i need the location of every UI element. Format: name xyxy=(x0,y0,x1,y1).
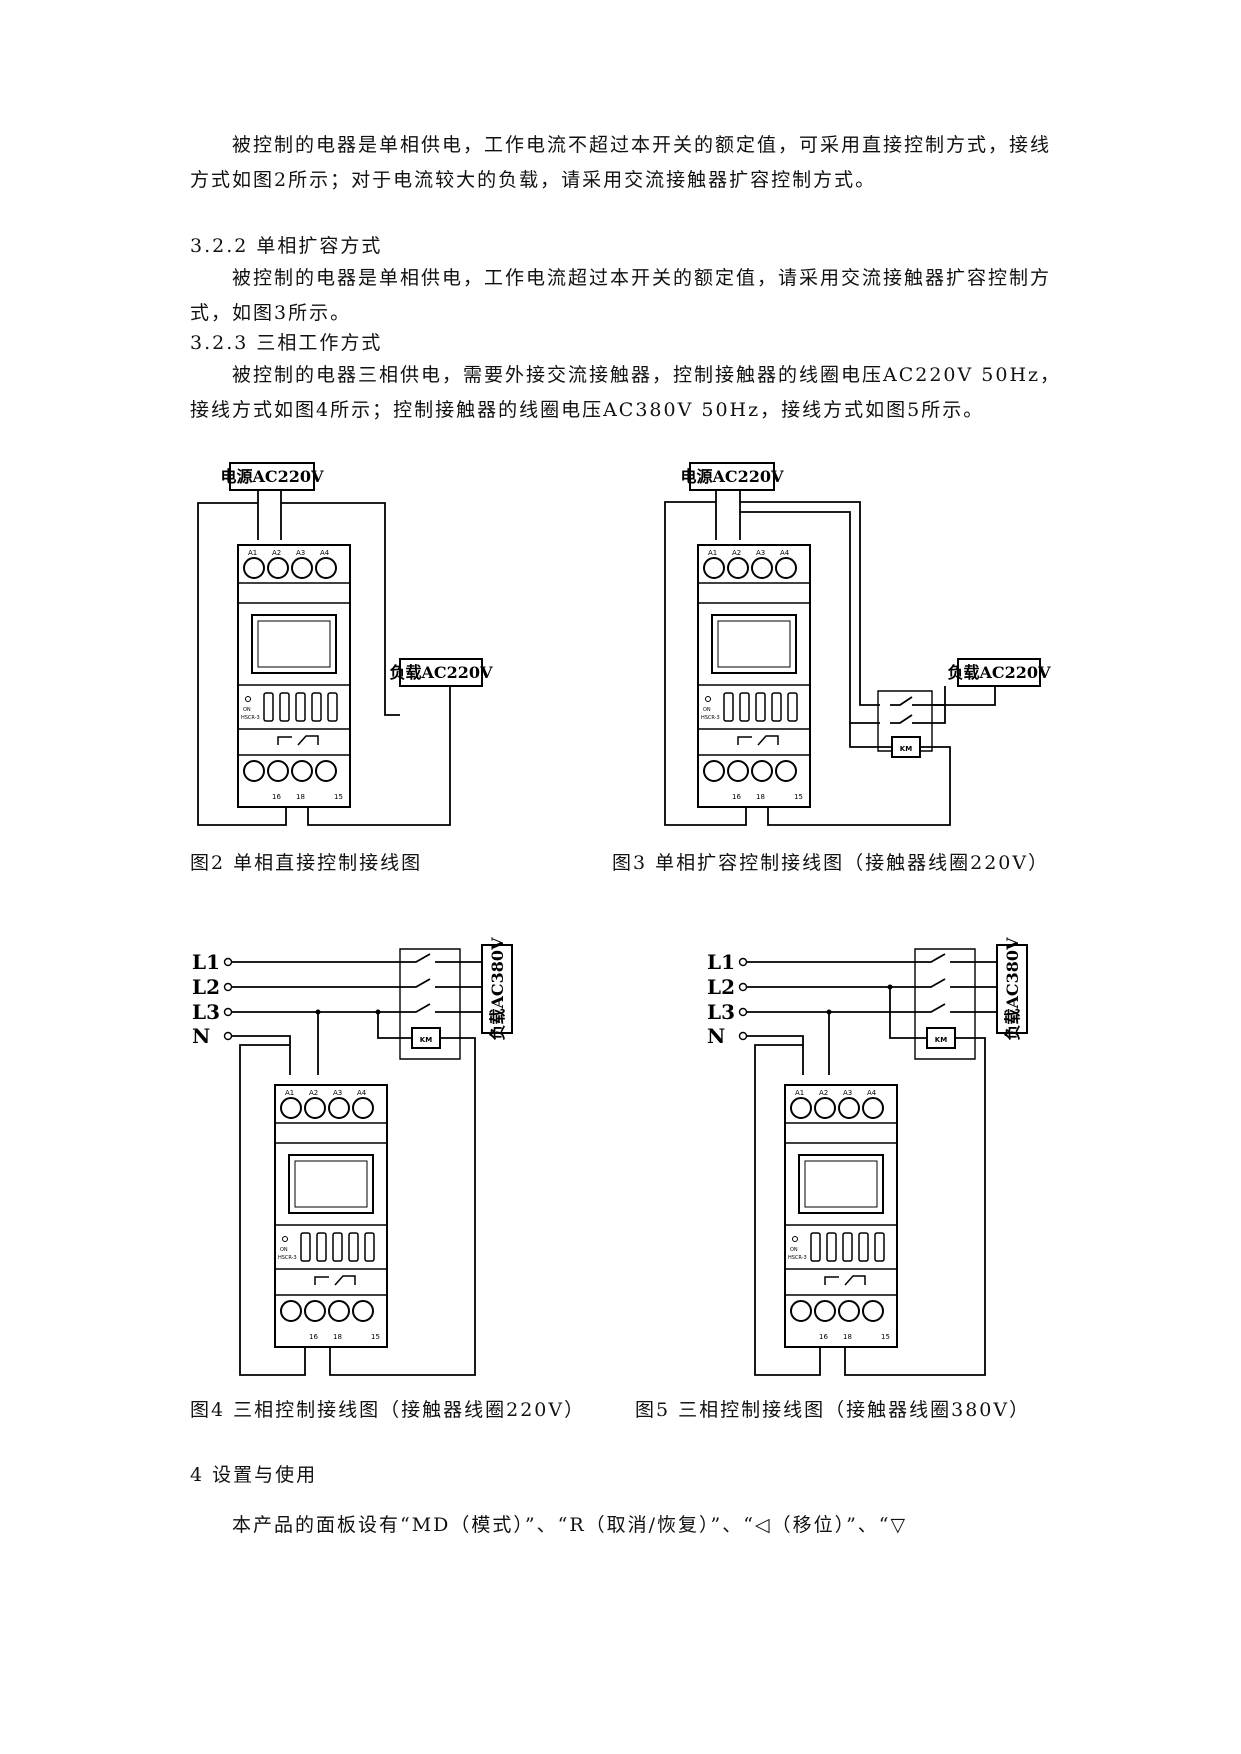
section-4-title: 4 设置与使用 xyxy=(190,1464,318,1486)
fig2-power-label: 电源AC220V xyxy=(221,467,325,486)
figure-4-caption: 图4 三相控制接线图（接触器线圈220V） xyxy=(190,1399,586,1421)
figure-3-caption: 图3 单相扩容控制接线图（接触器线圈220V） xyxy=(612,852,1050,874)
fig3-load-label: 负载AC220V xyxy=(948,663,1052,682)
fig5-line-n: N xyxy=(707,1024,725,1048)
figure-5-caption: 图5 三相控制接线图（接触器线圈380V） xyxy=(635,1399,1031,1421)
section-322-body: 被控制的电器是单相供电，工作电流超过本开关的额定值，请采用交流接触器扩容控制方式… xyxy=(190,267,1052,324)
fig4-line-l2: L2 xyxy=(192,975,220,999)
fig3-power-label: 电源AC220V xyxy=(681,467,785,486)
figure-2-diagram: 电源AC220V 负载AC220V xyxy=(190,455,494,840)
section-4-body: 本产品的面板设有“MD（模式）”、“R（取消/恢复）”、“◁（移位）”、“▽ xyxy=(232,1514,908,1536)
section-323-title: 3.2.3 三相工作方式 xyxy=(190,332,383,354)
fig5-line-l1: L1 xyxy=(707,950,735,974)
section-323-body: 被控制的电器三相供电，需要外接交流接触器，控制接触器的线圈电压AC220V 50… xyxy=(190,364,1062,421)
fig5-line-l3: L3 xyxy=(707,1000,735,1024)
fig4-line-n: N xyxy=(192,1024,210,1048)
fig4-load-label: 负载AC380V xyxy=(488,937,507,1041)
fig3-km-label: KM xyxy=(900,745,912,753)
section-322-title: 3.2.2 单相扩容方式 xyxy=(190,235,383,257)
fig4-line-l1: L1 xyxy=(192,950,220,974)
figure-5-diagram: L1 L2 L3 N 负载AC380V KM xyxy=(707,937,1065,1385)
fig5-km-label: KM xyxy=(935,1036,947,1044)
intro-paragraph: 被控制的电器是单相供电，工作电流不超过本开关的额定值，可采用直接控制方式，接线方… xyxy=(190,134,1052,191)
figure-4-diagram: L1 L2 L3 N 负载AC380V KM xyxy=(192,937,550,1385)
fig5-line-l2: L2 xyxy=(707,975,735,999)
figure-3-diagram: 电源AC220V 负载AC220V KM xyxy=(660,455,1052,840)
fig4-line-l3: L3 xyxy=(192,1000,220,1024)
fig4-km-label: KM xyxy=(420,1036,432,1044)
figure-2-caption: 图2 单相直接控制接线图 xyxy=(190,852,423,874)
fig5-load-label: 负载AC380V xyxy=(1003,937,1022,1041)
fig2-load-label: 负载AC220V xyxy=(390,663,494,682)
